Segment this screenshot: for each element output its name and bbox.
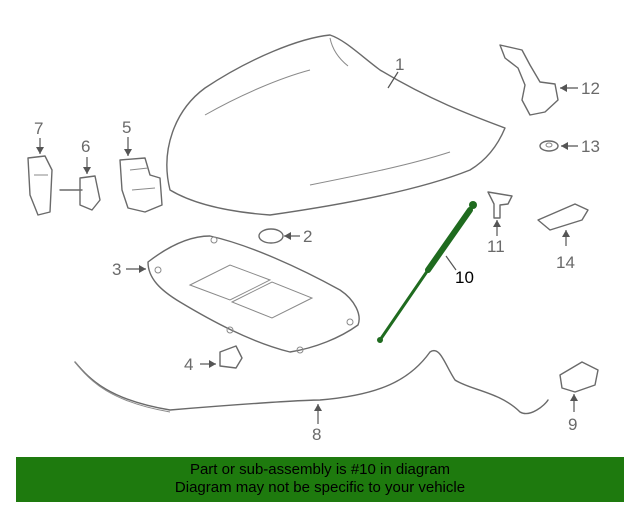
info-banner: Part or sub-assembly is #10 in diagram D… (16, 457, 624, 502)
callout-4: 4 (184, 355, 193, 374)
callout-7: 7 (34, 119, 43, 138)
callout-11: 11 (487, 237, 505, 256)
callout-1: 1 (395, 55, 404, 74)
release-handle (559, 361, 599, 393)
hood-hinge (499, 44, 559, 116)
callout-6: 6 (81, 137, 90, 156)
bracket-14 (537, 203, 589, 231)
parts-diagram: 1 2 3 4 5 6 (27, 34, 600, 444)
callout-3: 3 (112, 260, 121, 279)
washer (539, 140, 559, 152)
banner-line-2: Diagram may not be specific to your vehi… (174, 479, 466, 496)
banner-line-1: Part or sub-assembly is #10 in diagram (189, 461, 451, 478)
callout-14: 14 (556, 253, 575, 272)
callout-10: 10 (455, 268, 474, 287)
bracket-11 (487, 191, 513, 219)
bracket-6 (59, 175, 101, 211)
bracket-7 (27, 155, 53, 216)
callout-8: 8 (312, 425, 321, 444)
hood-panel (166, 34, 506, 216)
hood-lift-support (377, 201, 477, 343)
hood-latch (119, 157, 163, 213)
callout-12: 12 (581, 79, 600, 98)
callout-13: 13 (581, 137, 600, 156)
callout-9: 9 (568, 415, 577, 434)
callout-5: 5 (122, 118, 131, 137)
release-cable (74, 349, 549, 415)
grommet-2 (258, 228, 284, 244)
hood-insulator (147, 235, 360, 354)
callout-2: 2 (303, 227, 312, 246)
bumper-stop (219, 345, 243, 369)
